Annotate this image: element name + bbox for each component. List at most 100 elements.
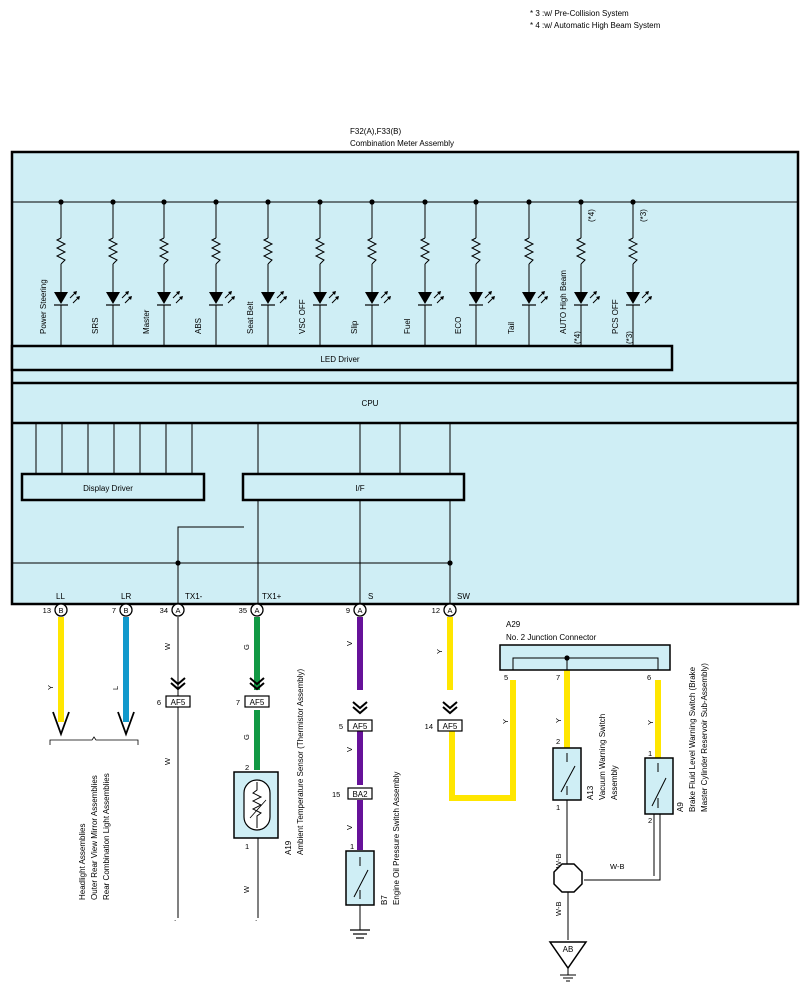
indicator-note-bottom: (*3): [625, 331, 634, 344]
meter-name: Combination Meter Assembly: [350, 139, 454, 148]
indicator-slip: Slip: [350, 199, 391, 346]
indicator-label: AUTO High Beam: [559, 270, 568, 334]
svg-text:G: G: [242, 734, 251, 740]
if-box: [241, 472, 466, 502]
a29-ref: A29: [506, 620, 521, 629]
svg-text:A: A: [254, 606, 259, 615]
svg-text:L: L: [111, 686, 120, 690]
b7-name: Engine Oil Pressure Switch Assembly: [392, 772, 401, 905]
indicator-label: ECO: [454, 317, 463, 334]
terminal-sw: SW: [457, 592, 470, 601]
svg-text:B: B: [58, 606, 63, 615]
left-group-line1: Headlight Assemblies: [78, 824, 87, 900]
a9-brake-fluid-switch: [584, 757, 674, 881]
indicator-label: Master: [142, 309, 151, 334]
terminal-circle-sw: A12: [432, 603, 457, 617]
a13-name1: Vacuum Warning Switch: [598, 714, 607, 800]
svg-text:2: 2: [556, 737, 560, 746]
svg-text:14: 14: [425, 722, 433, 731]
indicator-label: Fuel: [403, 318, 412, 334]
note-pcs: * 3 :w/ Pre-Collision System: [530, 9, 629, 18]
display-driver-box: [20, 472, 206, 502]
svg-text:W-B: W-B: [554, 902, 563, 916]
a19-thermistor: [233, 771, 279, 839]
svg-text:AF5: AF5: [353, 722, 368, 731]
indicator-srs: SRS: [91, 199, 132, 346]
svg-text:Y: Y: [646, 720, 655, 725]
indicator-abs: ABS: [194, 199, 235, 346]
ground-ab: [548, 941, 588, 982]
svg-text:AF5: AF5: [171, 698, 186, 707]
a29-junction: [499, 644, 671, 671]
svg-text:15: 15: [332, 790, 340, 799]
svg-text:G: G: [242, 644, 251, 650]
a13-name2: Assembly: [610, 765, 619, 800]
indicator-label: ABS: [194, 318, 203, 334]
svg-text:A: A: [175, 606, 180, 615]
svg-text:2: 2: [648, 816, 652, 825]
indicator-tail: Tail: [507, 199, 548, 346]
af5-connector: AF5 14: [425, 701, 463, 732]
svg-text:BA2: BA2: [352, 790, 368, 799]
indicator-power-steering: Power Steering: [39, 199, 80, 346]
indicator-label: Seat Belt: [246, 301, 255, 334]
svg-text:AF5: AF5: [443, 722, 458, 731]
a19-ref: A19: [284, 840, 293, 855]
svg-text:A: A: [447, 606, 452, 615]
indicator-master: Master: [142, 199, 183, 346]
svg-text:5: 5: [339, 722, 343, 731]
terminal-circle-lr: B7: [112, 603, 133, 617]
left-group-line3: Rear Combination Light Assemblies: [102, 773, 111, 900]
svg-text:W: W: [242, 885, 251, 893]
svg-text:AB: AB: [563, 945, 574, 954]
meter-ref: F32(A),F33(B): [350, 127, 401, 136]
svg-text:9: 9: [346, 606, 350, 615]
b7-ref: B7: [380, 895, 389, 905]
svg-text:7: 7: [112, 606, 116, 615]
indicator-seat-belt: Seat Belt: [246, 199, 287, 346]
display-driver-label: Display Driver: [83, 484, 133, 493]
svg-text:V: V: [345, 641, 354, 646]
svg-text:W-B: W-B: [554, 854, 563, 868]
a13-ref: A13: [586, 785, 595, 800]
ba2-connector: [347, 787, 373, 800]
svg-text:Y: Y: [46, 685, 55, 690]
terminal-circle-s: A9: [346, 603, 367, 617]
svg-text:Y: Y: [554, 718, 563, 723]
a19-name: Ambient Temperature Sensor (Thermistor A…: [296, 669, 305, 855]
a29-name: No. 2 Junction Connector: [506, 633, 597, 642]
a9-name1: Brake Fluid Level Warning Switch (Brake: [688, 666, 697, 812]
indicator-label: PCS OFF: [611, 299, 620, 334]
a13-vacuum-switch: [552, 747, 582, 866]
terminal-circle-ll: B13: [43, 603, 68, 617]
svg-text:1: 1: [556, 803, 560, 812]
indicator-label: VSC OFF: [298, 299, 307, 334]
indicator-label: Tail: [507, 322, 516, 334]
terminal-ll: LL: [56, 592, 65, 601]
indicator-note-top: (*3): [639, 209, 648, 222]
indicator-pcs-off: PCS OFF (*3) (*3): [611, 199, 652, 346]
svg-text:V: V: [345, 747, 354, 752]
svg-text:A: A: [357, 606, 362, 615]
svg-text:W: W: [163, 757, 172, 765]
svg-text:.: .: [174, 914, 176, 923]
svg-text:W-B: W-B: [610, 862, 624, 871]
indicator-auto-high-beam: AUTO High Beam(*4)(*4): [559, 199, 600, 346]
indicator-label: SRS: [91, 318, 100, 334]
b7-oil-switch: [345, 850, 375, 939]
terminal-circle-tx1-: A 35: [239, 603, 264, 617]
a9-name2: Master Cylinder Reservoir Sub-Assembly): [700, 663, 709, 812]
indicator-note-bottom: (*4): [573, 331, 582, 344]
meter-assembly-box: [10, 150, 800, 606]
indicator-label: Power Steering: [39, 279, 48, 334]
svg-text:35: 35: [239, 606, 247, 615]
svg-text:6: 6: [647, 673, 651, 682]
indicator-fuel: Fuel: [403, 199, 444, 346]
terminal-circle-tx1-: A34: [160, 603, 185, 617]
svg-text:2: 2: [245, 763, 249, 772]
svg-text:B: B: [123, 606, 128, 615]
